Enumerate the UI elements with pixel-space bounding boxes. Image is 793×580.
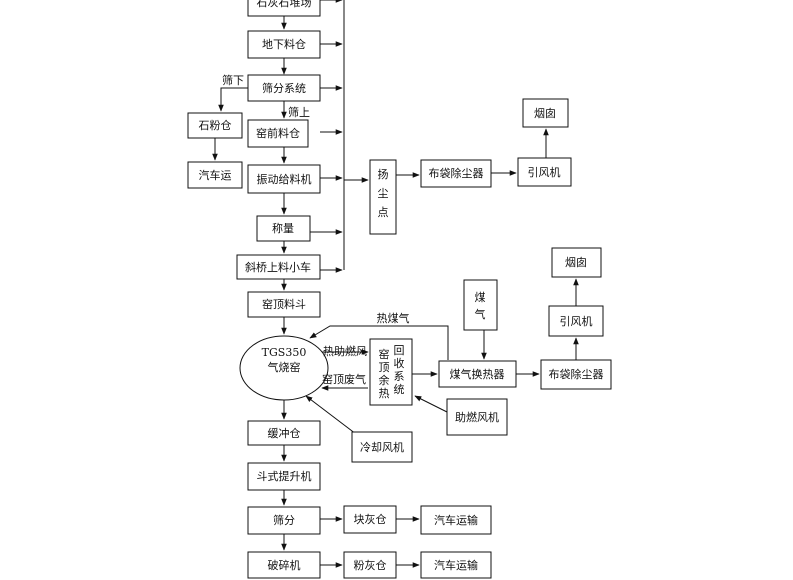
- node-cooling-fan: 冷却风机: [351, 431, 413, 463]
- label-hot-gas: 热煤气: [377, 311, 410, 325]
- node-underground-bin: 地下料仓: [247, 30, 321, 59]
- node-induced-fan-2: 引风机: [548, 305, 604, 337]
- node-tgs350-kiln: TGS350 气烧窑: [239, 335, 329, 401]
- edge-labels: 筛下 筛上 热煤气 热助燃风 窑顶废气: [222, 73, 410, 386]
- node-pre-kiln-bin: 窑前料仓: [247, 119, 309, 148]
- node-label: 斜桥上料小车: [245, 260, 311, 274]
- node-buffer-bin: 缓冲仓: [247, 420, 321, 446]
- node-label-char: 煤: [475, 291, 486, 304]
- node-label-char: 余: [379, 373, 390, 387]
- node-chimney-2: 烟囱: [551, 247, 602, 278]
- node-label-char: 收: [394, 356, 405, 370]
- label-oversize: 筛上: [288, 105, 310, 119]
- node-label: 筛分: [273, 513, 295, 527]
- node-label-char: 顶: [379, 361, 390, 374]
- node-vibrating-feeder: 振动给料机: [247, 164, 321, 194]
- node-bag-filter-2: 布袋除尘器: [540, 359, 612, 390]
- label-kiln-top-exhaust: 窑顶废气: [322, 372, 366, 386]
- arrow-coolingfan-to-kiln: [305, 395, 357, 435]
- node-label: 地下料仓: [262, 37, 306, 51]
- node-label: 布袋除尘器: [549, 367, 604, 381]
- node-weighing: 称量: [256, 215, 311, 242]
- node-label: 块灰仓: [354, 512, 387, 526]
- kiln-label-line1: TGS350: [262, 346, 307, 359]
- node-label: 引风机: [528, 165, 561, 179]
- node-waste-heat-recovery: 窑 顶 余 热 回 收 系 统: [369, 338, 413, 406]
- connectors: [212, 0, 579, 568]
- node-truck-transport-3: 汽车运输: [420, 551, 492, 579]
- node-screening: 筛分: [247, 506, 321, 535]
- label-hot-combustion-air: 热助燃风: [323, 344, 367, 358]
- node-label-char: 尘: [378, 187, 389, 200]
- node-label-char: 热: [379, 387, 390, 400]
- node-label: 石灰石堆场: [257, 0, 312, 9]
- node-label-char: 点: [378, 206, 389, 219]
- kiln-label-line2: 气烧窑: [268, 360, 301, 374]
- node-combustion-fan: 助燃风机: [446, 398, 508, 436]
- node-label-char: 系: [394, 370, 405, 383]
- node-gas: 煤 气: [463, 279, 498, 331]
- node-label: 粉灰仓: [354, 558, 387, 572]
- node-chimney-1: 烟囱: [522, 98, 569, 128]
- node-stone-powder-bin: 石粉仓: [187, 112, 243, 139]
- node-gas-heat-exchanger: 煤气换热器: [438, 360, 517, 388]
- node-label-char: 统: [394, 383, 405, 396]
- arrow-hot-gas-to-kiln: [309, 325, 449, 360]
- node-label: 烟囱: [565, 255, 587, 269]
- nodes: 石灰石堆场 地下料仓 筛分系统 石粉仓 汽车运 窑前料仓 振动给料机 称量: [187, 0, 612, 579]
- node-incline-hoist-car: 斜桥上料小车: [236, 254, 321, 280]
- node-lump-lime-bin: 块灰仓: [343, 505, 397, 534]
- node-label: 汽车运: [199, 168, 232, 182]
- node-label: 汽车运输: [434, 513, 478, 527]
- node-limestone-yard: 石灰石堆场: [247, 0, 321, 17]
- node-truck-transport-1: 汽车运: [187, 161, 243, 189]
- node-label-char: 回: [394, 344, 405, 357]
- node-label: 助燃风机: [455, 410, 499, 424]
- arrow-screening-to-powderbin: [218, 87, 248, 112]
- node-truck-transport-2: 汽车运输: [420, 505, 492, 535]
- node-screening-system: 筛分系统: [247, 74, 321, 102]
- node-label: 烟囱: [534, 106, 556, 120]
- label-undersize: 筛下: [222, 73, 244, 87]
- node-label: 汽车运输: [434, 558, 478, 572]
- node-label-char: 窑: [379, 347, 390, 361]
- node-label: 引风机: [560, 314, 593, 328]
- node-label: 石粉仓: [199, 118, 232, 132]
- node-label: 煤气换热器: [450, 367, 505, 381]
- node-label: 窑顶料斗: [262, 297, 306, 311]
- node-dust-point: 扬 尘 点: [369, 159, 397, 235]
- node-bag-filter-1: 布袋除尘器: [420, 159, 492, 188]
- node-kiln-top-hopper: 窑顶料斗: [247, 291, 321, 318]
- node-label: 缓冲仓: [268, 426, 301, 440]
- node-label: 破碎机: [268, 558, 301, 572]
- node-label: 称量: [272, 221, 294, 235]
- arrow-combustionfan-to-recovery: [414, 395, 448, 413]
- node-induced-fan-1: 引风机: [517, 157, 572, 187]
- node-bucket-elevator: 斗式提升机: [247, 462, 321, 491]
- node-label: 振动给料机: [257, 172, 312, 186]
- node-label: 布袋除尘器: [429, 166, 484, 180]
- node-label: 冷却风机: [360, 440, 404, 454]
- node-label-char: 气: [475, 307, 486, 321]
- node-crusher: 破碎机: [247, 551, 321, 579]
- node-label: 斗式提升机: [257, 469, 312, 483]
- node-label-char: 扬: [378, 167, 389, 181]
- node-label: 窑前料仓: [256, 126, 300, 140]
- node-label: 筛分系统: [262, 81, 306, 95]
- node-powder-lime-bin: 粉灰仓: [343, 551, 397, 579]
